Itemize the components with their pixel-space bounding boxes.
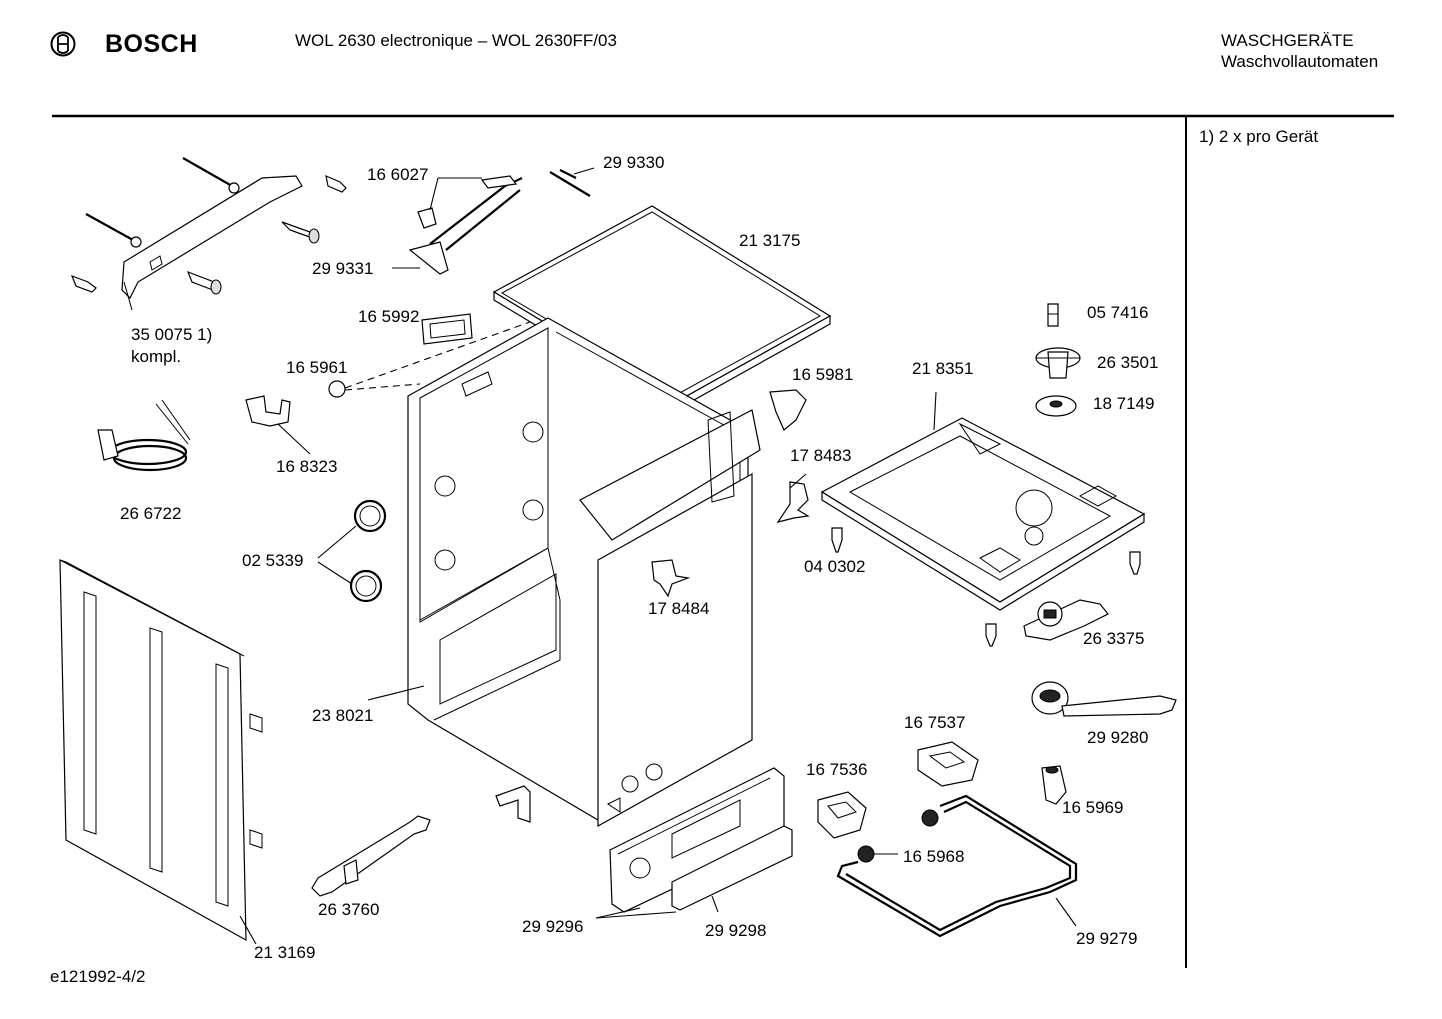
- category-title: WASCHGERÄTE: [1221, 31, 1354, 50]
- part-label-350075-note: kompl.: [131, 347, 182, 366]
- part-165969-drawing: [1041, 765, 1067, 805]
- part-label-025339: 02 5339: [242, 551, 304, 570]
- part-label-238021: 23 8021: [312, 706, 374, 725]
- hose-part-drawing: [1031, 681, 1177, 717]
- part-label-168323: 16 8323: [276, 457, 338, 476]
- screw-040302-drawing: [831, 527, 843, 553]
- clip-drawing: [769, 389, 807, 431]
- grommet-drawing: [328, 380, 346, 398]
- control-panel-drawing: [595, 767, 793, 919]
- part-label-165969: 16 5969: [1062, 798, 1124, 817]
- part-label-299331: 29 9331: [312, 259, 374, 278]
- part-label-057416: 05 7416: [1087, 303, 1149, 322]
- part-label-167537: 16 7537: [904, 713, 966, 732]
- part-label-299298: 29 9298: [705, 921, 767, 940]
- part-label-266722: 26 6722: [120, 504, 182, 523]
- cap-165968-b-drawing: [857, 845, 875, 863]
- part-label-350075: 35 0075 1): [131, 325, 213, 344]
- part-label-263501: 26 3501: [1097, 353, 1159, 372]
- part-label-263375: 26 3375: [1083, 629, 1145, 648]
- footnote: 1) 2 x pro Gerät: [1199, 127, 1319, 146]
- side-panel-drawing: [59, 558, 263, 945]
- part-label-299330: 29 9330: [603, 153, 665, 172]
- switch-167537-drawing: [917, 741, 979, 787]
- part-label-166027: 16 6027: [367, 165, 429, 184]
- foot-adjuster-drawing: [1035, 347, 1081, 379]
- seal-ring-b-drawing: [349, 569, 383, 603]
- brand-name: BOSCH: [105, 30, 198, 58]
- wrench-drawing: [311, 815, 431, 897]
- plate-drawing: [421, 313, 473, 345]
- part-label-213175: 21 3175: [739, 231, 801, 250]
- part-label-187149: 18 7149: [1093, 394, 1155, 413]
- bosch-logo-icon: [50, 31, 76, 57]
- hinge-178483-drawing: [776, 481, 810, 523]
- part-label-165981: 16 5981: [792, 365, 854, 384]
- power-cable-drawing: [97, 399, 191, 472]
- rail-parts-drawing: [392, 167, 595, 275]
- cap-165968-a-drawing: [921, 809, 939, 827]
- base-frame-drawing: [820, 391, 1146, 611]
- hinge-178484-drawing: [651, 559, 691, 598]
- part-label-213169: 21 3169: [254, 943, 316, 962]
- screw-right-drawing: [1129, 551, 1141, 575]
- wire-loop-drawing: [836, 794, 1078, 938]
- part-label-178483: 17 8483: [790, 446, 852, 465]
- foot-pad-drawing: [1035, 395, 1077, 417]
- cabinet-drawing: [407, 317, 761, 828]
- part-label-165968: 16 5968: [903, 847, 965, 866]
- foot-pin-drawing: [1047, 303, 1059, 327]
- bracket-assembly-drawing: [70, 157, 347, 311]
- part-label-165992: 16 5992: [358, 307, 420, 326]
- part-label-178484: 17 8484: [648, 599, 710, 618]
- small-bracket-drawing: [495, 785, 531, 823]
- part-label-165961: 16 5961: [286, 358, 348, 377]
- seal-ring-a-drawing: [353, 499, 387, 533]
- clamp-drawing: [245, 395, 291, 427]
- document-id: e121992-4/2: [50, 967, 146, 986]
- model-title: WOL 2630 electronique – WOL 2630FF/03: [295, 31, 617, 50]
- part-label-167536: 16 7536: [806, 760, 868, 779]
- part-label-299296: 29 9296: [522, 917, 584, 936]
- pump-bracket-drawing: [985, 599, 1109, 647]
- switch-167536-drawing: [817, 791, 867, 839]
- part-label-218351: 21 8351: [912, 359, 974, 378]
- subcategory-title: Waschvollautomaten: [1221, 52, 1379, 71]
- part-label-299279: 29 9279: [1076, 929, 1138, 948]
- part-label-263760: 26 3760: [318, 900, 380, 919]
- part-label-040302: 04 0302: [804, 557, 866, 576]
- part-label-299280: 29 9280: [1087, 728, 1149, 747]
